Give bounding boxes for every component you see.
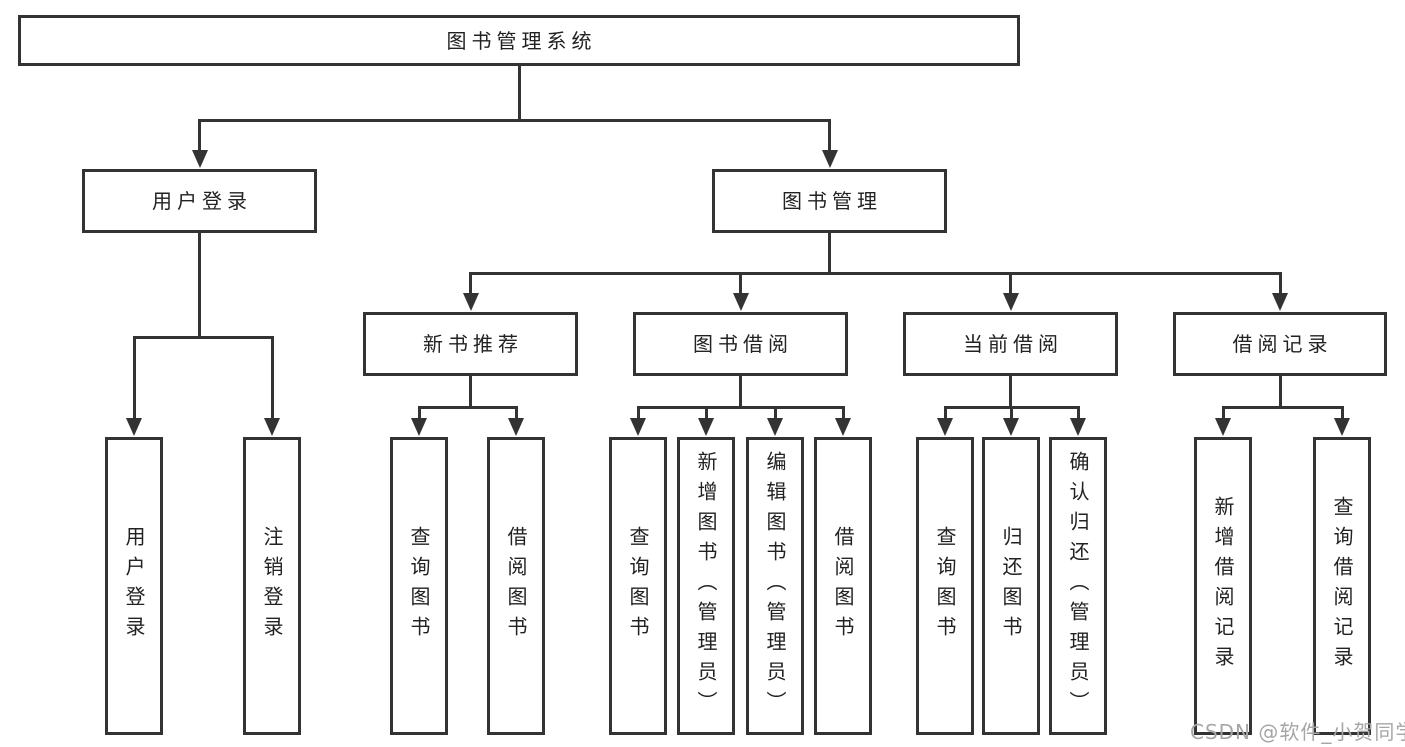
- arrow-down-icon: [1002, 293, 1019, 311]
- connector-drop: [514, 407, 518, 427]
- node-book-borrowing: 图书借阅: [633, 312, 848, 376]
- arrow-down-icon: [1334, 418, 1350, 436]
- csdn-watermark: CSDN @软件_小贺同学: [1190, 720, 1405, 744]
- arrow-down-icon: [264, 418, 280, 436]
- connector-stem: [1009, 376, 1012, 407]
- connector-rail: [132, 335, 274, 339]
- arrow-down-icon: [1070, 418, 1086, 436]
- connector-rail: [469, 271, 1282, 275]
- arrow-down-icon: [821, 150, 838, 168]
- node-leaf-query-books-2: 查询图书: [609, 437, 667, 735]
- node-book-management: 图书管理: [712, 169, 947, 233]
- connector-drop: [943, 407, 947, 427]
- connector-rail: [1221, 405, 1344, 409]
- connector-drop: [1009, 273, 1012, 302]
- node-leaf-add-books-admin: 新增图书（管理员）: [677, 437, 735, 735]
- node-leaf-query-books-1: 查询图书: [390, 437, 448, 735]
- connector-drop: [1221, 407, 1225, 427]
- arrow-down-icon: [698, 418, 714, 436]
- connector-drop: [1340, 407, 1344, 427]
- connector-stem: [198, 233, 201, 337]
- connector-drop: [828, 120, 831, 159]
- connector-drop: [198, 120, 201, 159]
- arrow-down-icon: [732, 293, 749, 311]
- node-leaf-borrow-books-1: 借阅图书: [487, 437, 545, 735]
- connector-stem: [517, 66, 521, 120]
- connector-drop: [1009, 407, 1013, 427]
- connector-drop: [1278, 273, 1282, 302]
- arrow-down-icon: [1215, 418, 1231, 436]
- connector-rail: [417, 405, 518, 409]
- connector-rail: [198, 118, 831, 122]
- arrow-down-icon: [508, 418, 524, 436]
- connector-stem: [739, 376, 742, 407]
- arrow-down-icon: [126, 418, 142, 436]
- node-leaf-edit-books-admin: 编辑图书（管理员）: [746, 437, 804, 735]
- node-leaf-logout: 注销登录: [243, 437, 301, 735]
- node-leaf-add-borrowing-record: 新增借阅记录: [1194, 437, 1252, 735]
- connector-drop: [739, 273, 742, 302]
- connector-stem: [469, 376, 472, 407]
- connector-drop: [704, 407, 708, 427]
- node-borrowing-records: 借阅记录: [1173, 312, 1387, 376]
- connector-drop: [132, 337, 136, 427]
- node-leaf-return-books: 归还图书: [982, 437, 1040, 735]
- arrow-down-icon: [937, 418, 953, 436]
- arrow-down-icon: [630, 418, 646, 436]
- node-leaf-borrow-books-2: 借阅图书: [814, 437, 872, 735]
- arrow-down-icon: [411, 418, 427, 436]
- node-leaf-user-login: 用户登录: [105, 437, 163, 735]
- arrow-down-icon: [191, 150, 208, 168]
- node-new-book-recommendation: 新书推荐: [363, 312, 578, 376]
- connector-stem: [828, 233, 831, 273]
- connector-drop: [417, 407, 421, 427]
- node-user-login: 用户登录: [82, 169, 317, 233]
- node-root: 图书管理系统: [18, 15, 1020, 66]
- arrow-down-icon: [767, 418, 783, 436]
- connector-drop: [773, 407, 777, 427]
- connector-drop: [270, 337, 274, 427]
- arrow-down-icon: [462, 293, 479, 311]
- connector-drop: [1076, 407, 1080, 427]
- node-leaf-query-borrowing-record: 查询借阅记录: [1313, 437, 1371, 735]
- node-current-borrowing: 当前借阅: [903, 312, 1118, 376]
- connector-drop: [636, 407, 640, 427]
- connector-rail: [636, 405, 845, 409]
- connector-drop: [841, 407, 845, 427]
- node-leaf-confirm-return-admin: 确认归还（管理员）: [1049, 437, 1107, 735]
- arrow-down-icon: [1272, 293, 1288, 311]
- connector-stem: [1278, 376, 1282, 407]
- arrow-down-icon: [1003, 418, 1019, 436]
- node-leaf-query-books-3: 查询图书: [916, 437, 974, 735]
- arrow-down-icon: [835, 418, 851, 436]
- connector-drop: [469, 273, 472, 302]
